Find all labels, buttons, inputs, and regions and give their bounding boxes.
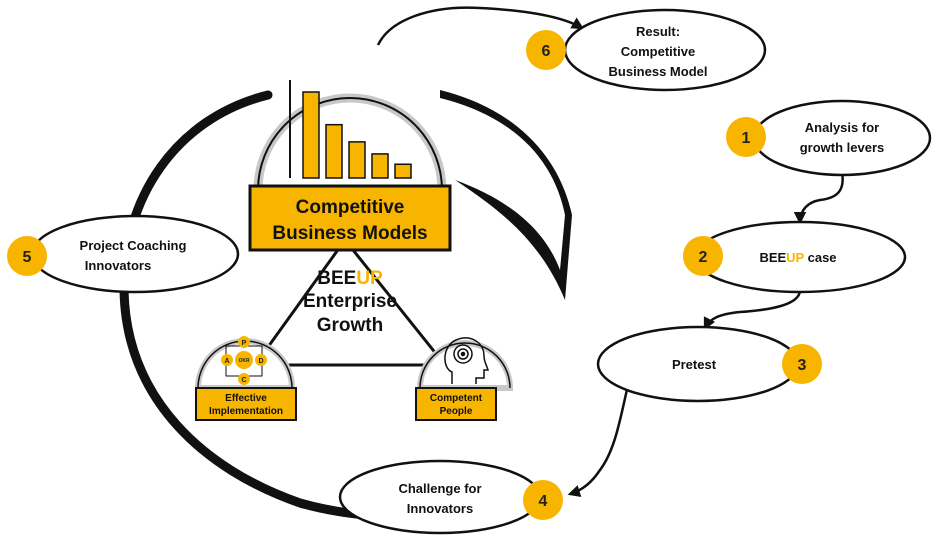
step-4-challenge: 4 Challenge for Innovators: [338, 459, 563, 535]
bar-2: [325, 123, 343, 179]
effective-implementation-box: [195, 387, 297, 421]
step-1-number: 1: [742, 130, 751, 147]
right-corner-dome: Competent People: [415, 337, 514, 421]
step-2-beeup-case: 2 BEEUP case: [683, 220, 907, 294]
arrow-3-to-4: [567, 384, 630, 498]
bar-3: [348, 141, 366, 179]
check-swoosh: [440, 90, 572, 300]
brand-text: BEEUP: [317, 268, 383, 289]
step-6-result: 6 Result: Competitive Business Model: [526, 8, 767, 92]
effective-line-2: Implementation: [209, 406, 283, 417]
bar-chart: [302, 91, 412, 179]
step-4-line-1: Challenge for: [398, 481, 481, 496]
title-box: [248, 184, 452, 252]
step-3-line-1: Pretest: [672, 357, 717, 372]
step-5-number: 5: [23, 249, 32, 266]
center-line-3: Growth: [317, 315, 384, 336]
step-6-line-1: Result:: [636, 24, 680, 39]
triangle-frame: [252, 237, 449, 367]
left-corner-dome: P A OKR D C Effective Implementation: [194, 336, 297, 421]
step-4-line-2: Innovators: [407, 501, 473, 516]
bar-5: [394, 163, 412, 179]
step-5-line-1: Project Coaching: [80, 238, 187, 253]
arrow-to-result: [376, 6, 585, 46]
step-3-number: 3: [798, 357, 807, 374]
bar-1: [302, 91, 320, 179]
competent-line-1: Competent: [430, 393, 483, 404]
step-1-analysis: 1 Analysis for growth levers: [726, 99, 932, 177]
title-line-1: Competitive: [296, 197, 405, 218]
top-dome: [253, 80, 447, 195]
pdca-cycle: P A OKR D C: [221, 336, 267, 385]
arrow-1-to-2: [793, 171, 844, 225]
bar-4: [371, 153, 389, 179]
step-1-line-2: growth levers: [800, 140, 885, 155]
head-target-icon: [444, 337, 489, 384]
arrow-2-to-3: [703, 289, 802, 331]
pdca-c: C: [241, 377, 246, 384]
title-line-2: Business Models: [272, 223, 427, 244]
pdca-p: P: [242, 340, 247, 347]
step-2-label: BEEUP case: [759, 250, 836, 265]
step-6-line-2: Competitive: [621, 44, 695, 59]
step-6-number: 6: [542, 43, 551, 60]
competent-line-2: People: [440, 406, 473, 417]
pdca-okr: OKR: [238, 358, 250, 364]
step-3-pretest: 3 Pretest: [596, 325, 822, 403]
step-5-coaching: 5 Project Coaching Innovators: [7, 214, 240, 294]
step-4-number: 4: [539, 493, 548, 510]
pdca-d: D: [258, 358, 263, 365]
competent-people-box: [415, 387, 497, 421]
center-line-2: Enterprise: [303, 291, 397, 312]
step-2-number: 2: [699, 249, 708, 266]
step-1-line-1: Analysis for: [805, 120, 879, 135]
pdca-a: A: [224, 358, 229, 365]
step-6-line-3: Business Model: [609, 64, 708, 79]
effective-line-1: Effective: [225, 393, 267, 404]
step-5-line-2: Innovators: [85, 258, 151, 273]
